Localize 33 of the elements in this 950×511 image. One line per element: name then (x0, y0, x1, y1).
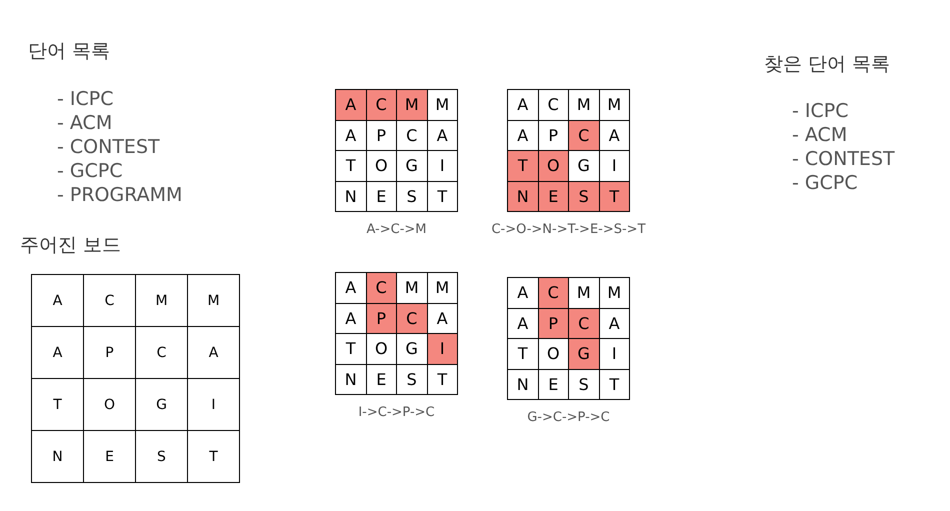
list-item: - PROGRAMM (57, 184, 182, 206)
highlighted-cell: A (335, 89, 366, 120)
list-item: - GCPC (792, 172, 858, 194)
section-heading: 주어진 보드 (20, 233, 122, 258)
section-heading: 단어 목록 (28, 39, 110, 64)
highlighted-cell: S (568, 180, 600, 212)
list-item: - GCPC (57, 160, 123, 182)
highlighted-cell: C (568, 120, 600, 151)
path-caption: I->C->P->C (357, 405, 436, 420)
section-heading: 찾은 단어 목록 (764, 52, 890, 77)
highlighted-cell: T (507, 150, 538, 182)
highlighted-cell: C (396, 302, 428, 334)
highlighted-cell: C (538, 277, 569, 308)
highlighted-cell: P (538, 308, 569, 339)
highlighted-cell: C (366, 272, 397, 304)
highlighted-cell: C (568, 308, 600, 339)
list-item: - ACM (792, 124, 848, 146)
highlighted-cell: N (507, 180, 538, 212)
path-caption: C->O->N->T->E->S->T (490, 222, 647, 237)
list-item: - CONTEST (792, 148, 895, 170)
list-item: - CONTEST (57, 136, 160, 158)
highlighted-cell: P (366, 302, 397, 334)
highlighted-cell: M (396, 89, 428, 120)
highlighted-cell: O (538, 150, 569, 182)
list-item: - ACM (57, 112, 112, 134)
highlighted-cell: I (426, 333, 458, 364)
list-item: - ICPC (57, 88, 114, 110)
highlighted-cell: C (366, 89, 397, 120)
highlighted-cell: T (598, 180, 630, 212)
path-caption: G->C->P->C (526, 410, 611, 425)
list-item: - ICPC (792, 100, 848, 122)
highlighted-cell: E (538, 180, 569, 212)
highlighted-cell: G (568, 338, 600, 370)
